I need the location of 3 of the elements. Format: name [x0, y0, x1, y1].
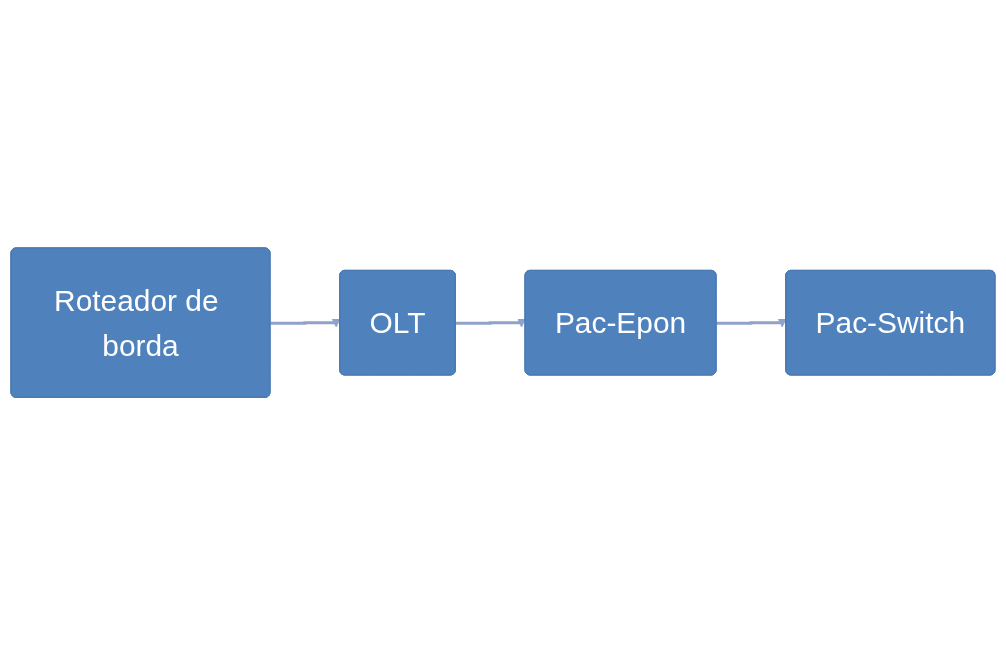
arrow: [270, 318, 341, 328]
arrow: [455, 318, 526, 328]
arrow: [716, 318, 787, 328]
